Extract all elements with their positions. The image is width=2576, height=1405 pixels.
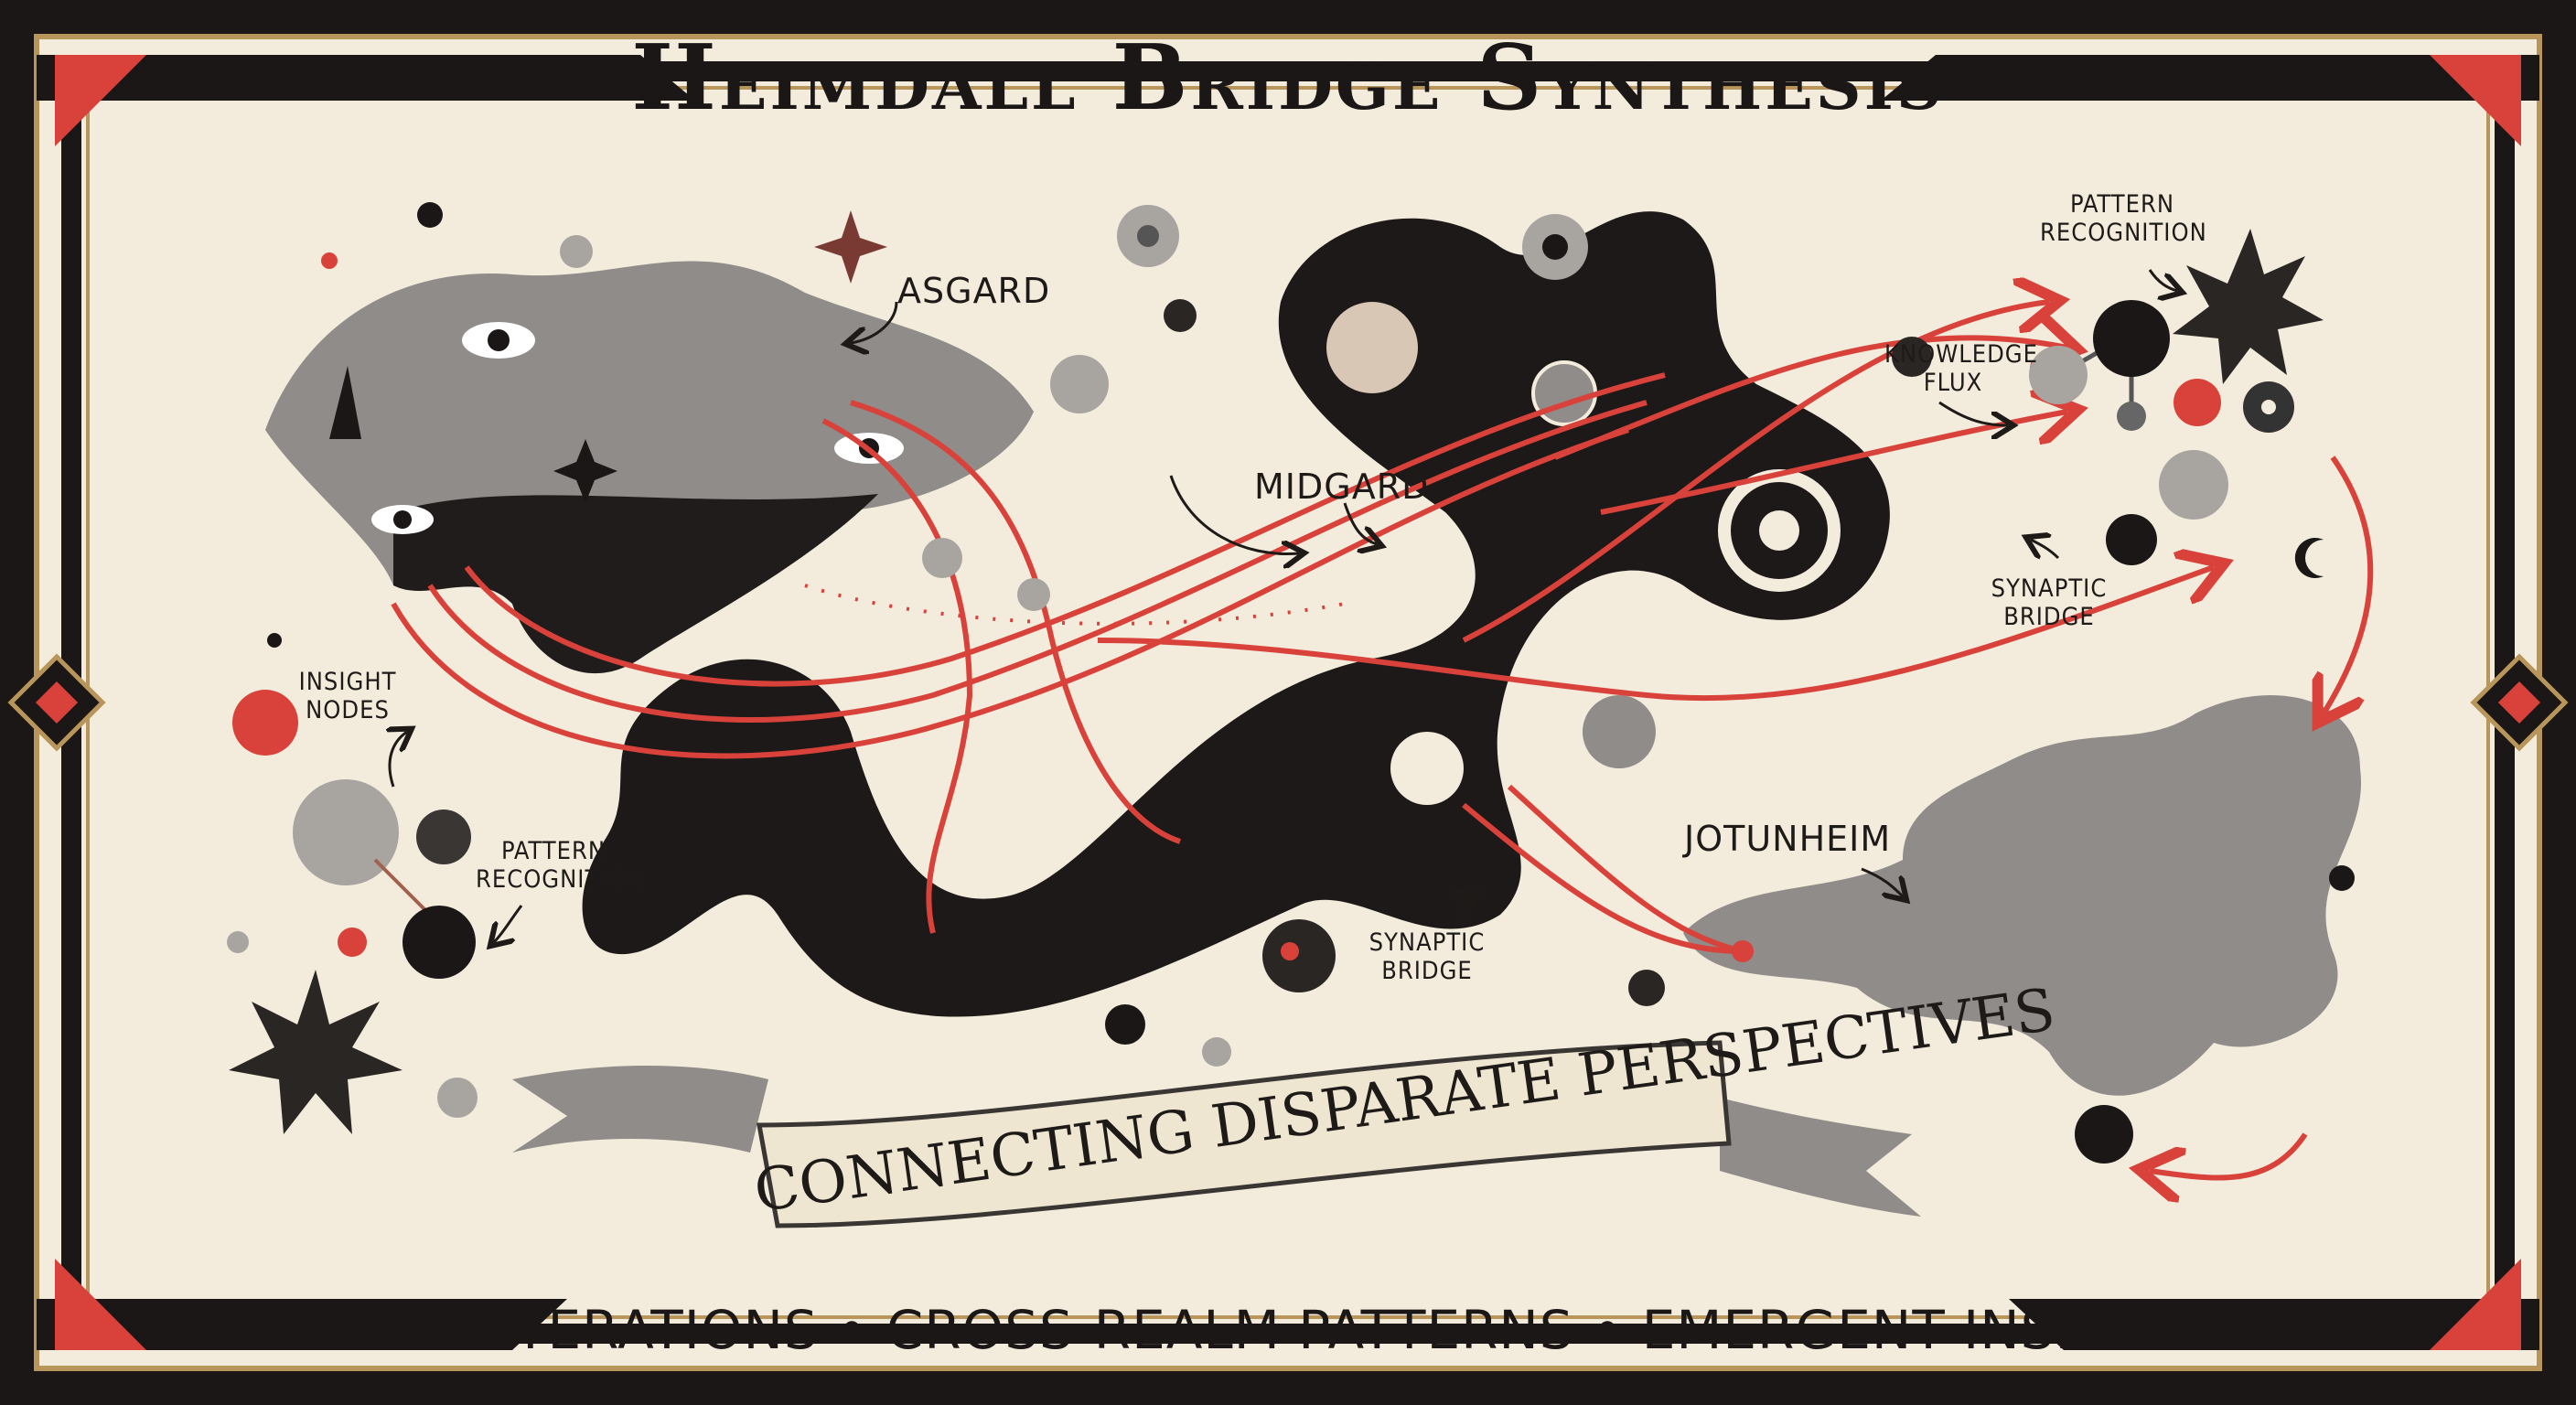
bridge-line	[427, 400, 1648, 723]
jotunheim-giant-landmass	[1683, 695, 2361, 1096]
corner-red-br	[2430, 1259, 2521, 1350]
bridge-line	[391, 427, 1629, 759]
corner-red-bl	[55, 1259, 146, 1350]
left-node-cluster	[229, 210, 887, 1134]
bridge-line	[821, 418, 973, 934]
return-arrow	[2150, 1132, 2308, 1178]
eye-sigil-node	[2159, 450, 2228, 520]
small-node	[2117, 402, 2146, 431]
red-node	[232, 690, 298, 756]
right-diamond-center	[2498, 681, 2540, 724]
scattered-orbs	[227, 202, 2355, 1164]
annotation-pattern-recognition-left: PATTERN RECOGNITION	[476, 837, 643, 895]
bridge-line-jotunheim	[1462, 802, 1744, 954]
star-icon	[2173, 229, 2324, 384]
bridge-line-arrow	[1097, 567, 2214, 702]
gray-hook-shape	[1583, 695, 1656, 768]
realm-label-asgard: ASGARD	[897, 271, 1051, 311]
footer-tagline: ODD ITERATIONS • CROSS-REALM PATTERNS • …	[353, 1299, 2223, 1361]
bridge-line	[464, 372, 1666, 687]
asgard-night-underside	[393, 494, 878, 674]
midgard-hole	[1390, 732, 1464, 805]
synaptic-bridge-lines	[391, 302, 2374, 1178]
hub-node	[402, 906, 476, 979]
left-diamond-center	[36, 681, 78, 724]
star-icon	[229, 970, 402, 1134]
return-arrow	[2324, 456, 2374, 713]
crescent-moon-icon	[2294, 538, 2324, 578]
top-left-corner-band	[37, 55, 695, 101]
red-node	[2174, 379, 2221, 426]
insight-node	[293, 779, 399, 885]
annotation-pattern-recognition-right: PATTERN RECOGNITION	[2040, 190, 2207, 248]
top-right-corner-band	[1881, 55, 2539, 101]
star-icon	[814, 210, 887, 284]
star-icon	[553, 439, 617, 503]
ribbon-banner	[512, 1040, 1921, 1228]
poster-title: Heimdall Bridge Synthesis	[631, 26, 1945, 131]
flux-arrow	[1553, 338, 2067, 460]
corner-red-tr	[2430, 55, 2521, 146]
annotation-knowledge-flux: KNOWLEDGE FLUX	[1884, 340, 2038, 398]
crescent-moon-icon	[255, 210, 320, 286]
realm-label-midgard: MIDGARD	[1254, 467, 1430, 507]
bottom-right-corner-band	[2009, 1299, 2539, 1350]
bridge-line	[850, 400, 1181, 844]
gear-hub	[1759, 510, 1799, 551]
midgard-hole	[1326, 302, 1418, 393]
annotation-insight-nodes: INSIGHT NODES	[298, 668, 397, 725]
annotation-arrows	[390, 269, 2177, 942]
flux-arrow	[1462, 302, 2049, 643]
moon-node	[2093, 300, 2170, 377]
right-node-cluster	[2029, 229, 2324, 578]
bridge-line-jotunheim	[1507, 784, 1744, 954]
midgard-node	[1531, 360, 1597, 426]
annotation-synaptic-bridge-center: SYNAPTIC BRIDGE	[1368, 928, 1486, 986]
corner-red-tl	[55, 55, 146, 146]
asgard-spire-icon	[329, 366, 361, 439]
annotation-synaptic-bridge-right: SYNAPTIC BRIDGE	[1991, 574, 2108, 632]
bottom-left-corner-band	[37, 1299, 567, 1350]
pattern-node	[2029, 346, 2088, 404]
realm-label-jotunheim: JOTUNHEIM	[1684, 819, 1892, 859]
